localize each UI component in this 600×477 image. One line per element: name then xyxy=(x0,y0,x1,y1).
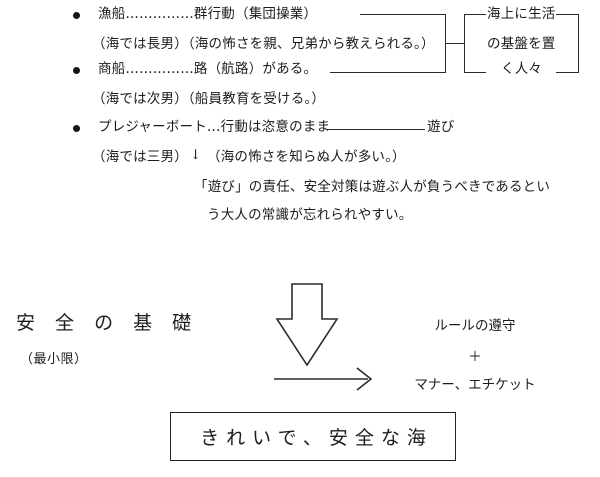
item-pleasure-boat-main: プレジャーボート…行動は恣意のまま xyxy=(98,119,331,135)
rules-line-2: マナー、エチケット xyxy=(414,377,536,393)
item-pleasure-boat-tail: 遊び xyxy=(427,119,455,135)
paragraph-line-2: う大人の常識が忘れられやすい。 xyxy=(207,207,413,223)
item-pleasure-boat-sub-mark: ↓ xyxy=(190,147,202,163)
conclusion-box: きれいで、安全な海 xyxy=(170,412,456,461)
item-fishing-boat-sub: （海では長男）（海の怖さを親、兄弟から教えられる。） xyxy=(92,36,435,52)
bracket-right-top-right-line xyxy=(556,14,578,15)
bracket-right-bottom-left-line xyxy=(464,72,486,73)
bullet-marker-merchant-ship xyxy=(73,67,80,74)
rules-plus-symbol: ＋ xyxy=(468,349,482,365)
bracket-right-top-left-line xyxy=(464,14,486,15)
bracket-right-bottom-right-line xyxy=(556,72,578,73)
item-merchant-ship-main: 商船……………路（航路）がある。 xyxy=(98,61,318,77)
right-arrow-icon xyxy=(274,367,373,391)
item-merchant-ship-sub: （海では次男）（船員教育を受ける。） xyxy=(92,91,326,107)
item-fishing-boat-main: 漁船……………群行動（集団操業） xyxy=(98,6,318,22)
bracket-left-bottom-line xyxy=(330,72,446,73)
bullet-marker-fishing-boat xyxy=(73,12,80,19)
foundation-title: 安 全 の 基 礎 xyxy=(16,312,199,334)
bracket-left-top-line xyxy=(360,14,446,15)
bracket-label-line-3: く人々 xyxy=(501,61,543,77)
bullet-marker-pleasure-boat xyxy=(73,125,80,132)
item-pleasure-boat-sub-right: （海の怖さを知らぬ人が多い。） xyxy=(207,149,406,165)
connector-pleasure-boat-to-asobi xyxy=(326,129,425,130)
rules-line-1: ルールの遵守 xyxy=(434,318,516,334)
bracket-label-line-2: の基盤を置 xyxy=(487,36,556,52)
foundation-note: （最小限） xyxy=(20,352,88,367)
bracket-joiner-line xyxy=(445,43,465,44)
bracket-right-vertical-right xyxy=(578,14,579,73)
bracket-label-line-1: 海上に生活 xyxy=(487,6,556,22)
item-pleasure-boat-sub-left: （海では三男） xyxy=(92,149,188,165)
conclusion-text: きれいで、安全な海 xyxy=(200,427,433,449)
bracket-right-vertical-left xyxy=(464,14,465,73)
paragraph-line-1: 「遊び」の責任、安全対策は遊ぶ人が負うべきであるとい xyxy=(194,179,551,195)
down-block-arrow-icon xyxy=(275,283,339,367)
